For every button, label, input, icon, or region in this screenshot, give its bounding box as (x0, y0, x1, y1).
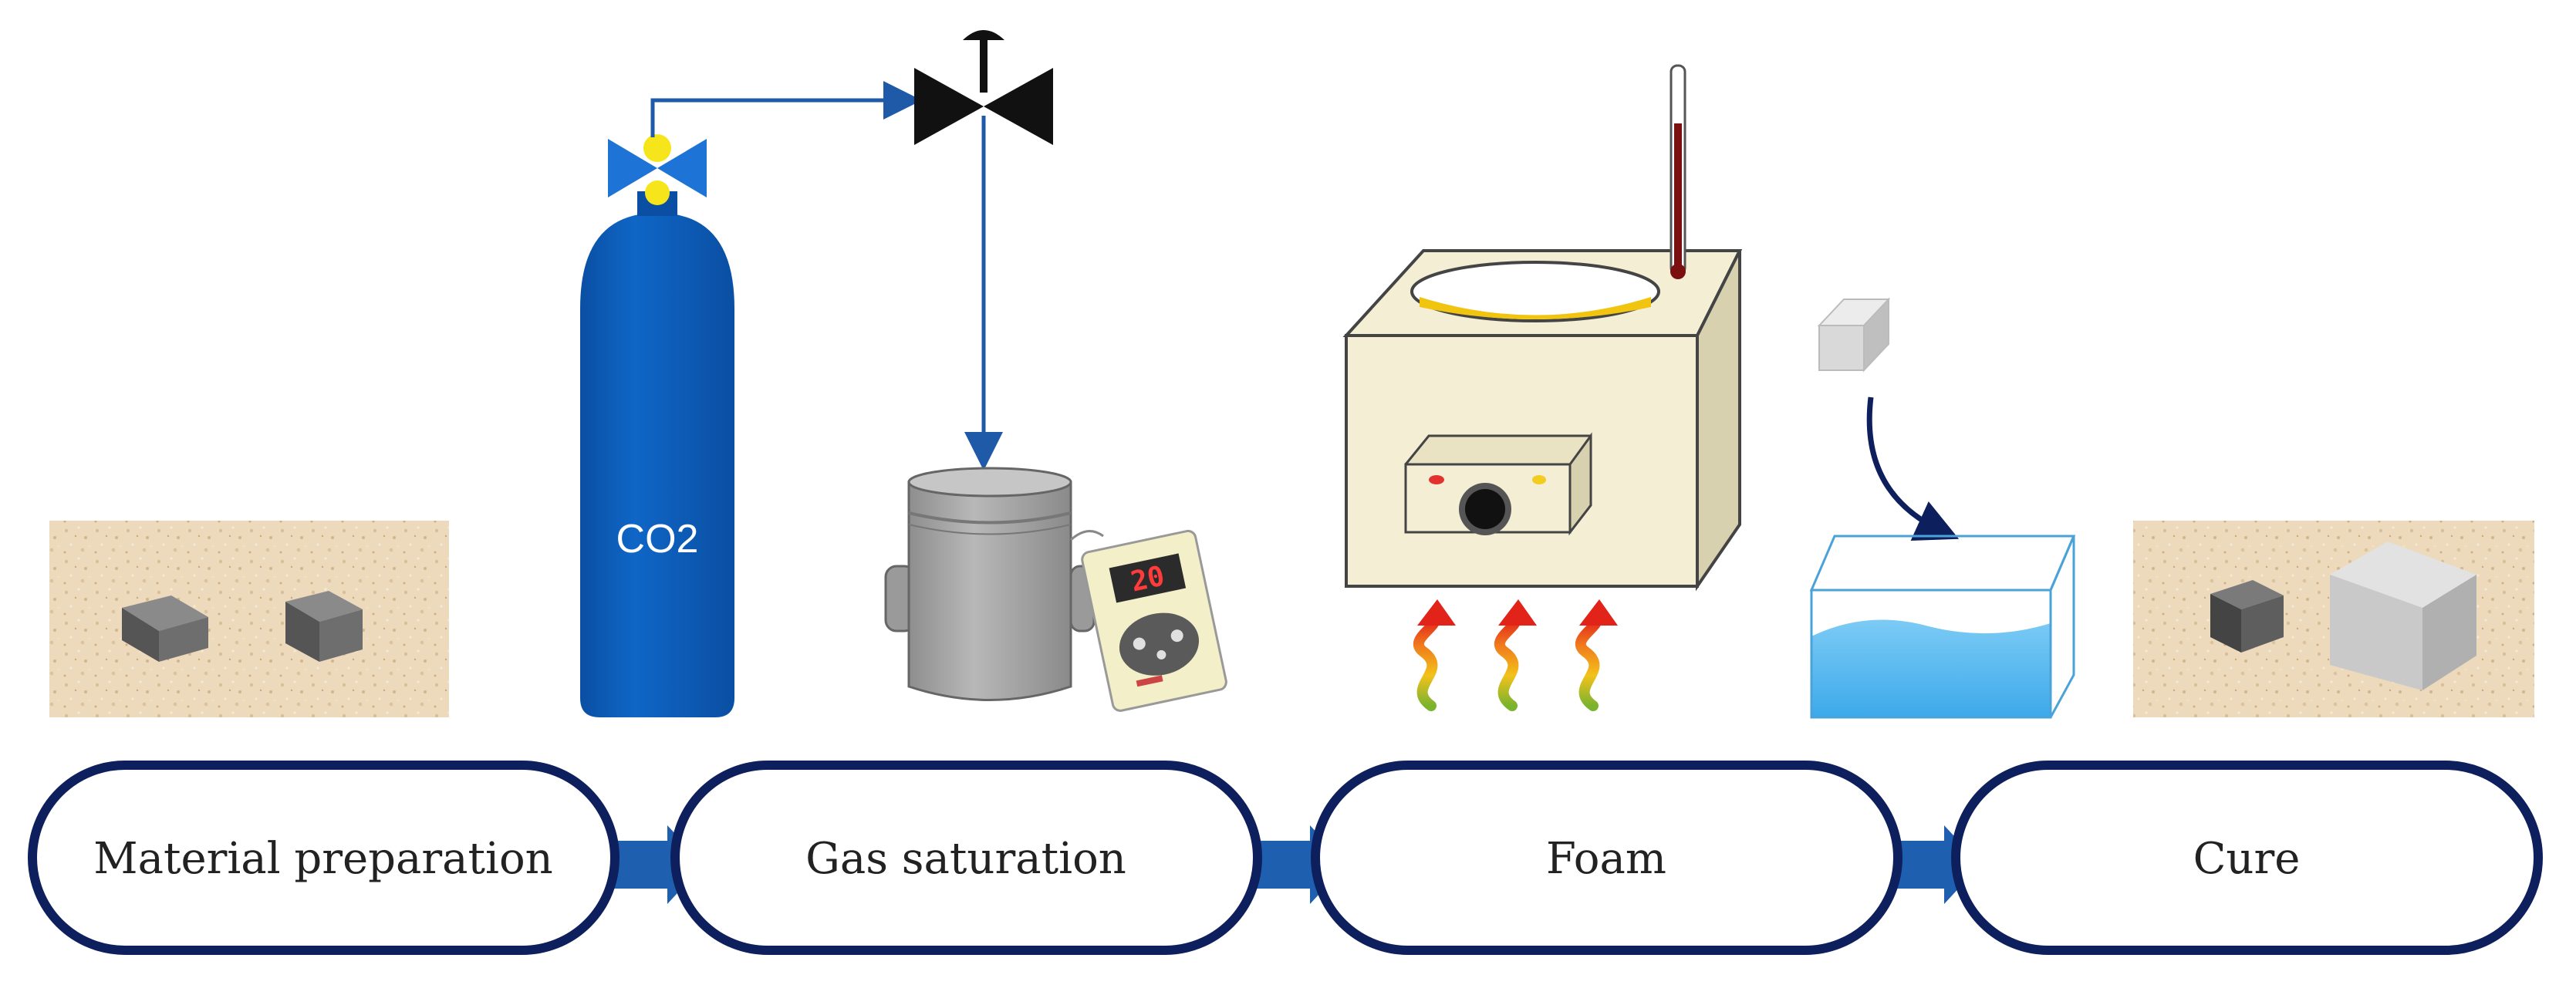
foamed-sample-icon (1817, 297, 1960, 541)
valve-icon (914, 30, 1053, 145)
co2-cylinder-icon: CO2 (580, 134, 734, 717)
step-label-material-preparation: Material preparation (93, 834, 553, 884)
step-material-preparation: Material preparation (28, 761, 620, 955)
thermometer-icon (1670, 64, 1686, 279)
meter-display: 20 (1128, 560, 1167, 598)
gas-pipe (650, 81, 1003, 471)
step-label-cure: Cure (2193, 834, 2301, 884)
water-bath-icon (1809, 535, 2076, 719)
step-label-foam: Foam (1546, 834, 1666, 884)
pressure-vessel-icon (884, 467, 1096, 701)
cured-samples-icon (2133, 521, 2534, 717)
step-gas-saturation: Gas saturation (670, 761, 1262, 955)
heat-waves-icon (1413, 599, 1618, 711)
step-label-gas-saturation: Gas saturation (805, 834, 1126, 884)
step-foam: Foam (1311, 761, 1902, 955)
step-cure: Cure (1951, 761, 2543, 955)
heating-bath-icon (1342, 249, 1743, 592)
material-samples-icon (49, 521, 449, 717)
pressure-meter-icon: 20 (1069, 529, 1227, 712)
cylinder-valve-icon (608, 134, 707, 205)
cylinder-label: CO2 (616, 517, 699, 562)
